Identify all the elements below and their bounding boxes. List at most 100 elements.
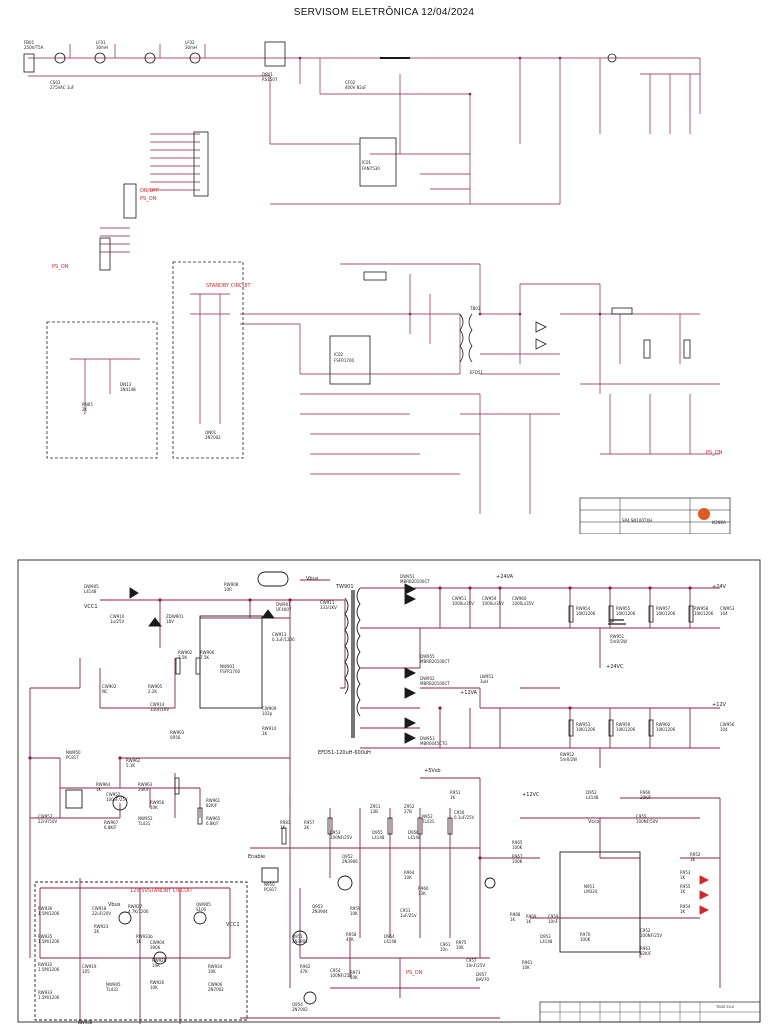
component-value: 1K <box>690 857 696 862</box>
component-value: L4148 <box>372 835 385 840</box>
component-value: 333/1KV <box>320 605 337 610</box>
component-value: 1K <box>680 909 686 914</box>
component-ref: R951 <box>450 790 461 795</box>
component-value: 0.1uF/1206 <box>272 637 295 642</box>
component-ref: D952 <box>586 790 597 795</box>
sheet2-title-block: TEDS 5V-0 <box>539 1001 761 1023</box>
svg-text:PS_ON: PS_ON <box>706 450 723 456</box>
svg-text:ON/OFF: ON/OFF <box>140 188 159 194</box>
component-value: 1K <box>510 917 516 922</box>
ic01-ref: IC01 <box>362 160 372 165</box>
component-ref: R983 <box>280 820 291 825</box>
vbus-label-standby: Vbus <box>108 902 121 908</box>
component-ref: CW951 <box>452 596 467 601</box>
ic02-value: FSFR1700 <box>334 358 354 363</box>
component-ref: NW952 <box>138 816 153 821</box>
component-value: 1000u/35V <box>512 601 534 606</box>
component-ref: CW918 <box>92 906 107 911</box>
component-ref: C961 <box>440 942 451 947</box>
component-value: 1K <box>680 875 686 880</box>
component-value: 1K <box>526 919 532 924</box>
component-ref: C956 <box>454 810 465 815</box>
sheet1-dots <box>298 56 602 316</box>
component-ref: R965 <box>512 840 523 845</box>
component-value: 5mR/2W <box>560 757 577 762</box>
component-ref: RW927 <box>128 904 143 909</box>
component-value: 100nF/25V <box>106 797 128 802</box>
component-value: 10K <box>150 805 158 810</box>
schematic-sheet-2: 12V 5VSTANDBY CIRCUIT <box>17 559 761 1024</box>
component-ref: R975 <box>456 940 467 945</box>
component-ref: RW936 <box>38 906 53 911</box>
component-value: 10R <box>224 587 232 592</box>
component-ref: RW961 <box>206 798 221 803</box>
lf01-value: 30mH <box>96 45 108 50</box>
component-ref: R963 <box>640 946 651 951</box>
standby-circuit-note: 12V 5VSTANDBY CIRCUIT <box>130 888 193 894</box>
fsfr1700-ic <box>199 615 263 709</box>
component-value: 2N3906 <box>342 859 358 864</box>
component-ref: N951 <box>584 884 595 889</box>
sheet1-wires <box>28 44 720 514</box>
component-value: 47K <box>300 969 308 974</box>
component-ref: QW905 <box>196 902 211 907</box>
svg-text:PS_ON: PS_ON <box>140 196 157 202</box>
component-value: L4148 <box>408 835 421 840</box>
component-ref: R961 <box>522 960 533 965</box>
rn05-ref: RN05 <box>82 402 93 407</box>
tw901-label: TW901 <box>335 584 354 590</box>
qn01-value: 2N7002 <box>205 435 221 440</box>
component-value: 10nF/25V <box>466 963 485 968</box>
component-value: 1K <box>136 939 142 944</box>
component-value: 10nF <box>548 919 559 924</box>
component-ref: CW960 <box>512 596 527 601</box>
component-ref: D954 <box>384 934 395 939</box>
component-ref: RW960 <box>656 722 671 727</box>
component-value: MBRB20100CT <box>420 681 450 686</box>
component-value: 10K/1206 <box>576 611 596 616</box>
component-ref: CW909 <box>262 706 277 711</box>
component-ref: DW951 <box>400 574 415 579</box>
vbus-connector <box>257 571 289 587</box>
standby-circuit-frame <box>34 881 248 1021</box>
component-value: 1.5M/1206 <box>38 967 60 972</box>
component-value: 2K <box>304 825 310 830</box>
component-value: UF4007 <box>276 607 292 612</box>
component-value: 2N3904 <box>312 909 328 914</box>
component-value: 20K/F <box>138 787 150 792</box>
component-value: TL431 <box>421 819 435 824</box>
component-ref: Q953 <box>312 904 323 909</box>
tw901-secondary <box>356 587 361 717</box>
cap-ref: CS01 <box>50 80 61 85</box>
component-value: 0.1uF/25V <box>454 815 475 820</box>
component-value: 10K/1206 <box>616 611 636 616</box>
sheet1-component-labels: FB01 250V/T5A CS01 275VAC 1uF LF01 30mH … <box>24 40 483 440</box>
component-ref: N950 <box>264 882 275 887</box>
sheet2-border <box>17 559 761 1023</box>
component-value: 10K <box>350 975 358 980</box>
component-value: 1K <box>450 795 456 800</box>
component-ref: RW914 <box>262 726 277 731</box>
page-title: SERVISOM ELETRÔNICA 12/04/2024 <box>293 7 475 18</box>
component-value: 1u/25V <box>110 619 125 624</box>
component-ref: Q954 <box>292 1002 303 1007</box>
component-ref: C953 <box>330 830 341 835</box>
main-transformer <box>459 313 473 363</box>
component-value: L4148 <box>540 939 553 944</box>
component-ref: R960 <box>418 886 429 891</box>
component-value: 6.8K/F <box>104 825 117 830</box>
tb01-ref: TB01 <box>469 306 481 311</box>
component-ref: RW955 <box>616 606 631 611</box>
component-ref: RW933 <box>38 990 53 995</box>
component-value: 10K <box>152 963 160 968</box>
component-ref: CW914 <box>150 702 165 707</box>
component-value: 1K <box>262 731 268 736</box>
component-ref: Q952 <box>342 854 353 859</box>
component-value: 10K/1206 <box>576 727 596 732</box>
component-value: 22uF/20V <box>92 911 111 916</box>
component-value: 1uF/25V <box>400 913 417 918</box>
rail-24vc-label: +24VC <box>606 664 624 670</box>
component-ref: R964 <box>404 870 415 875</box>
